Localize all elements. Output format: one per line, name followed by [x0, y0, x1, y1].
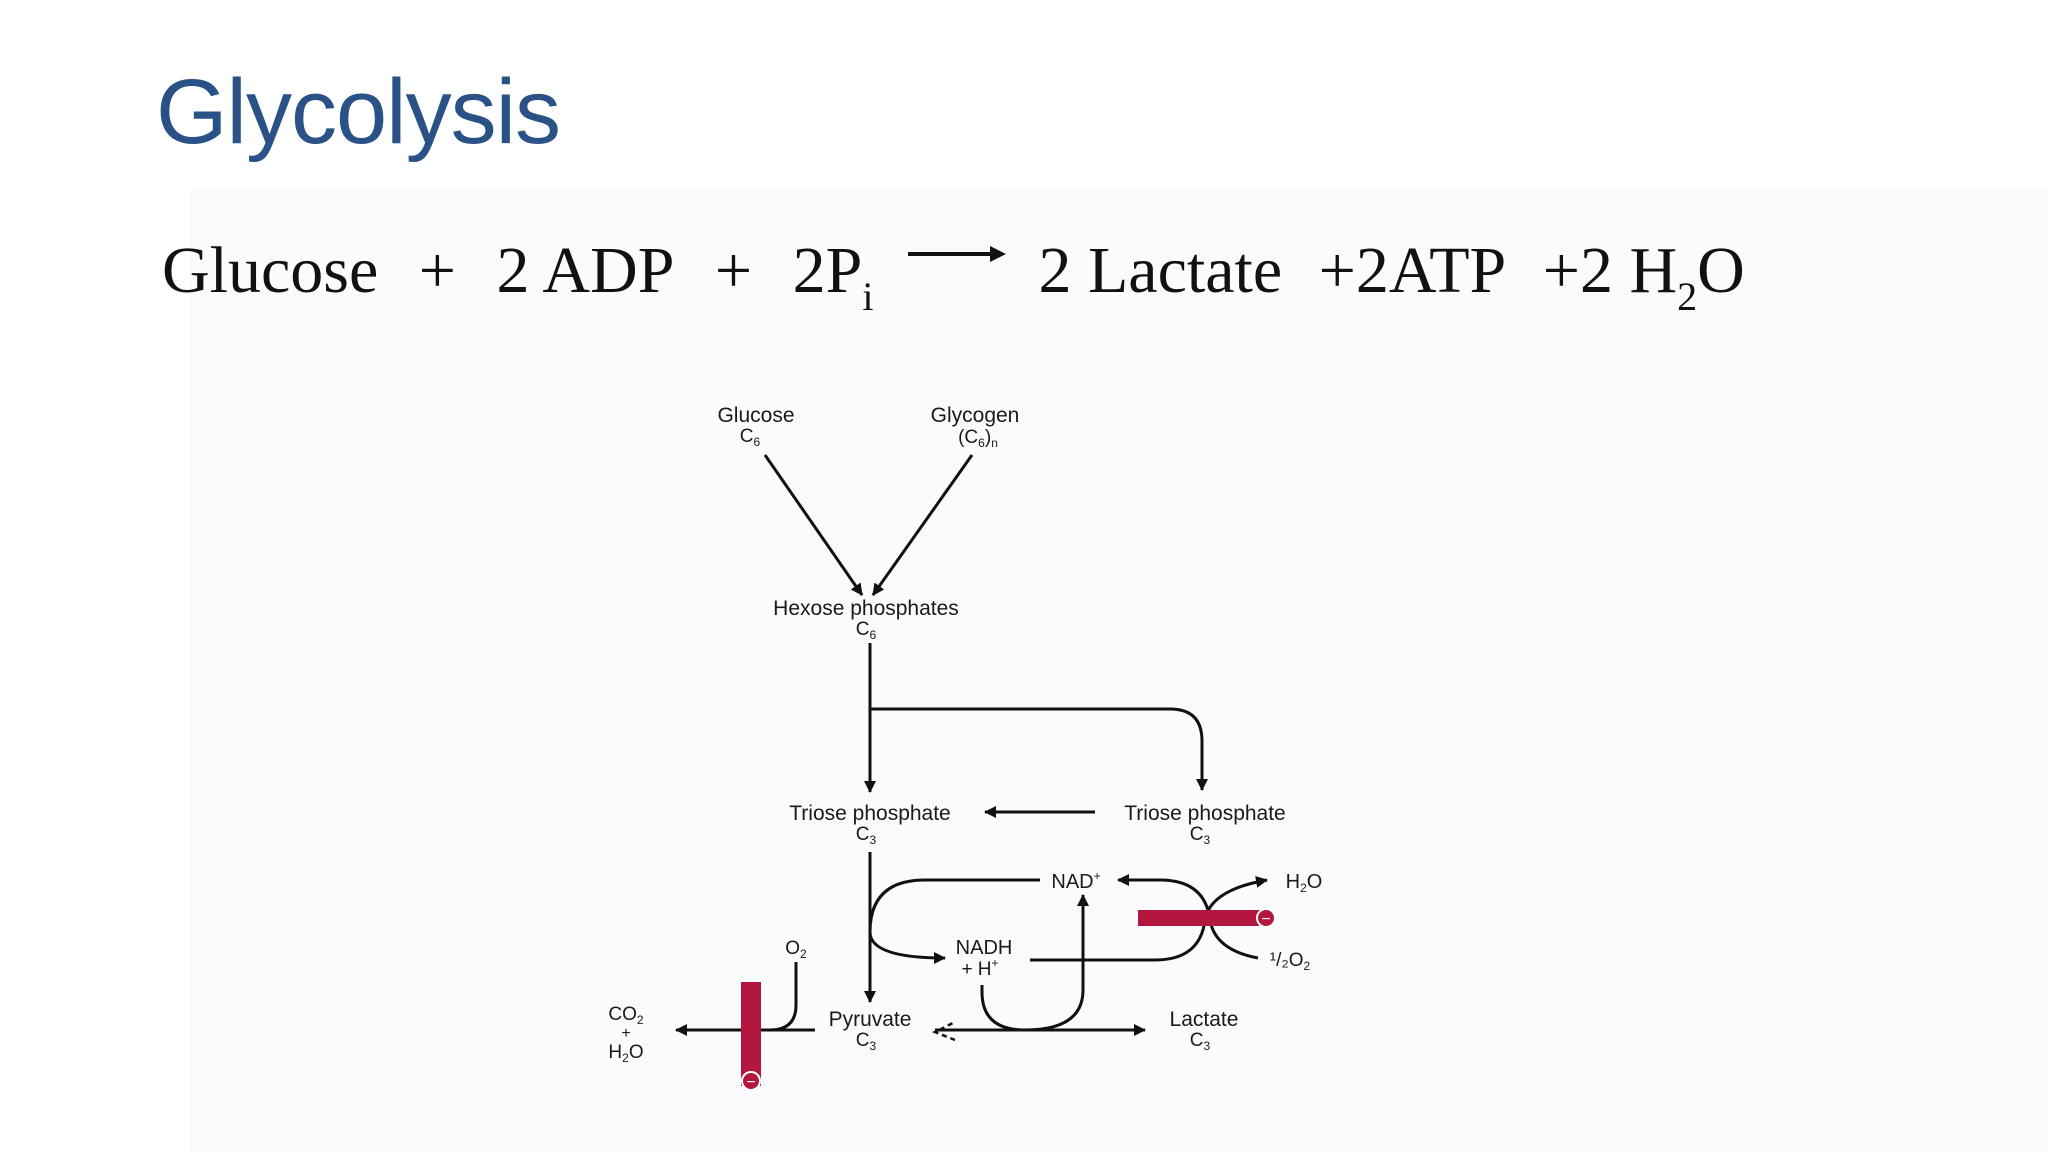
triose-left-carbon: C3 [856, 824, 877, 847]
equation-phosphate-sub: i [862, 274, 874, 319]
co2-water-label: H2O [608, 1042, 643, 1065]
nad-reduction-arc [868, 878, 1040, 964]
nad-label: NAD+ [1051, 869, 1100, 893]
triose-right-label: Triose phosphate [1124, 802, 1286, 825]
co2-plus: + [621, 1025, 630, 1042]
lactate-carbon: C3 [1190, 1030, 1211, 1053]
glucose-carbon: C6 [740, 426, 761, 449]
slide-title: Glycolysis [156, 61, 561, 163]
equation-water: +2 H2O [1543, 238, 1745, 317]
equation-adp: 2 ADP [496, 234, 675, 307]
half-oxygen-label: ¹/₂O2 [1270, 950, 1311, 973]
triose-right-carbon: C3 [1190, 824, 1211, 847]
glycogen-label: Glycogen [931, 404, 1020, 427]
lactate-to-pyruvate-dashed-arrow [931, 1020, 956, 1042]
glycogen-to-hexose-arrow [871, 454, 974, 596]
equation-plus-1: + [418, 234, 457, 307]
respiration-inhibitor-bar [1138, 910, 1266, 926]
pyruvate-carbon: C3 [856, 1030, 877, 1053]
respiration-inhibitor-symbol: − [1261, 911, 1270, 928]
equation-atp: +2ATP [1318, 234, 1507, 307]
oxidation-inhibitor-symbol: − [746, 1074, 755, 1091]
pyruvate-label: Pyruvate [829, 1008, 912, 1031]
equation-lactate: 2 Lactate [1038, 234, 1283, 307]
equation-water-o: O [1697, 234, 1745, 307]
oxidation-inhibitor-bar [741, 982, 761, 1086]
hexose-label: Hexose phosphates [773, 597, 959, 620]
hexose-to-triose-right-arrow [870, 707, 1208, 791]
glucose-to-hexose-arrow [763, 454, 864, 596]
equation-phosphate: 2Pi [793, 238, 874, 317]
oxygen-label: O2 [785, 938, 807, 961]
water-out-label: H2O [1286, 871, 1323, 895]
glycogen-carbon: (C6)n [958, 427, 998, 450]
equation-water-h: +2 H [1542, 234, 1678, 307]
equation-phosphate-text: 2P [792, 234, 863, 307]
oxidation-inhibitor-symbol-icon [741, 1071, 761, 1091]
glucose-label: Glucose [717, 404, 794, 427]
nadh-h-label: + H+ [961, 956, 998, 980]
respiration-inhibitor-symbol-icon [1256, 908, 1276, 928]
equation-plus-2: + [714, 234, 753, 307]
equation-glucose: Glucose [162, 234, 379, 307]
reaction-arrow-icon [907, 246, 1006, 262]
lactate-label: Lactate [1170, 1008, 1239, 1031]
slide-background [190, 190, 2048, 1152]
triose-left-label: Triose phosphate [789, 802, 951, 825]
oxygen-uptake-line [769, 962, 798, 1032]
hexose-carbon: C6 [856, 619, 877, 642]
co2-label: CO2 [608, 1004, 644, 1027]
glycolysis-equation: Glucose + 2 ADP + 2Pi 2 Lactate +2ATP +2… [162, 234, 1745, 317]
nadh-label: NADH [956, 937, 1013, 959]
equation-water-sub: 2 [1677, 274, 1698, 319]
